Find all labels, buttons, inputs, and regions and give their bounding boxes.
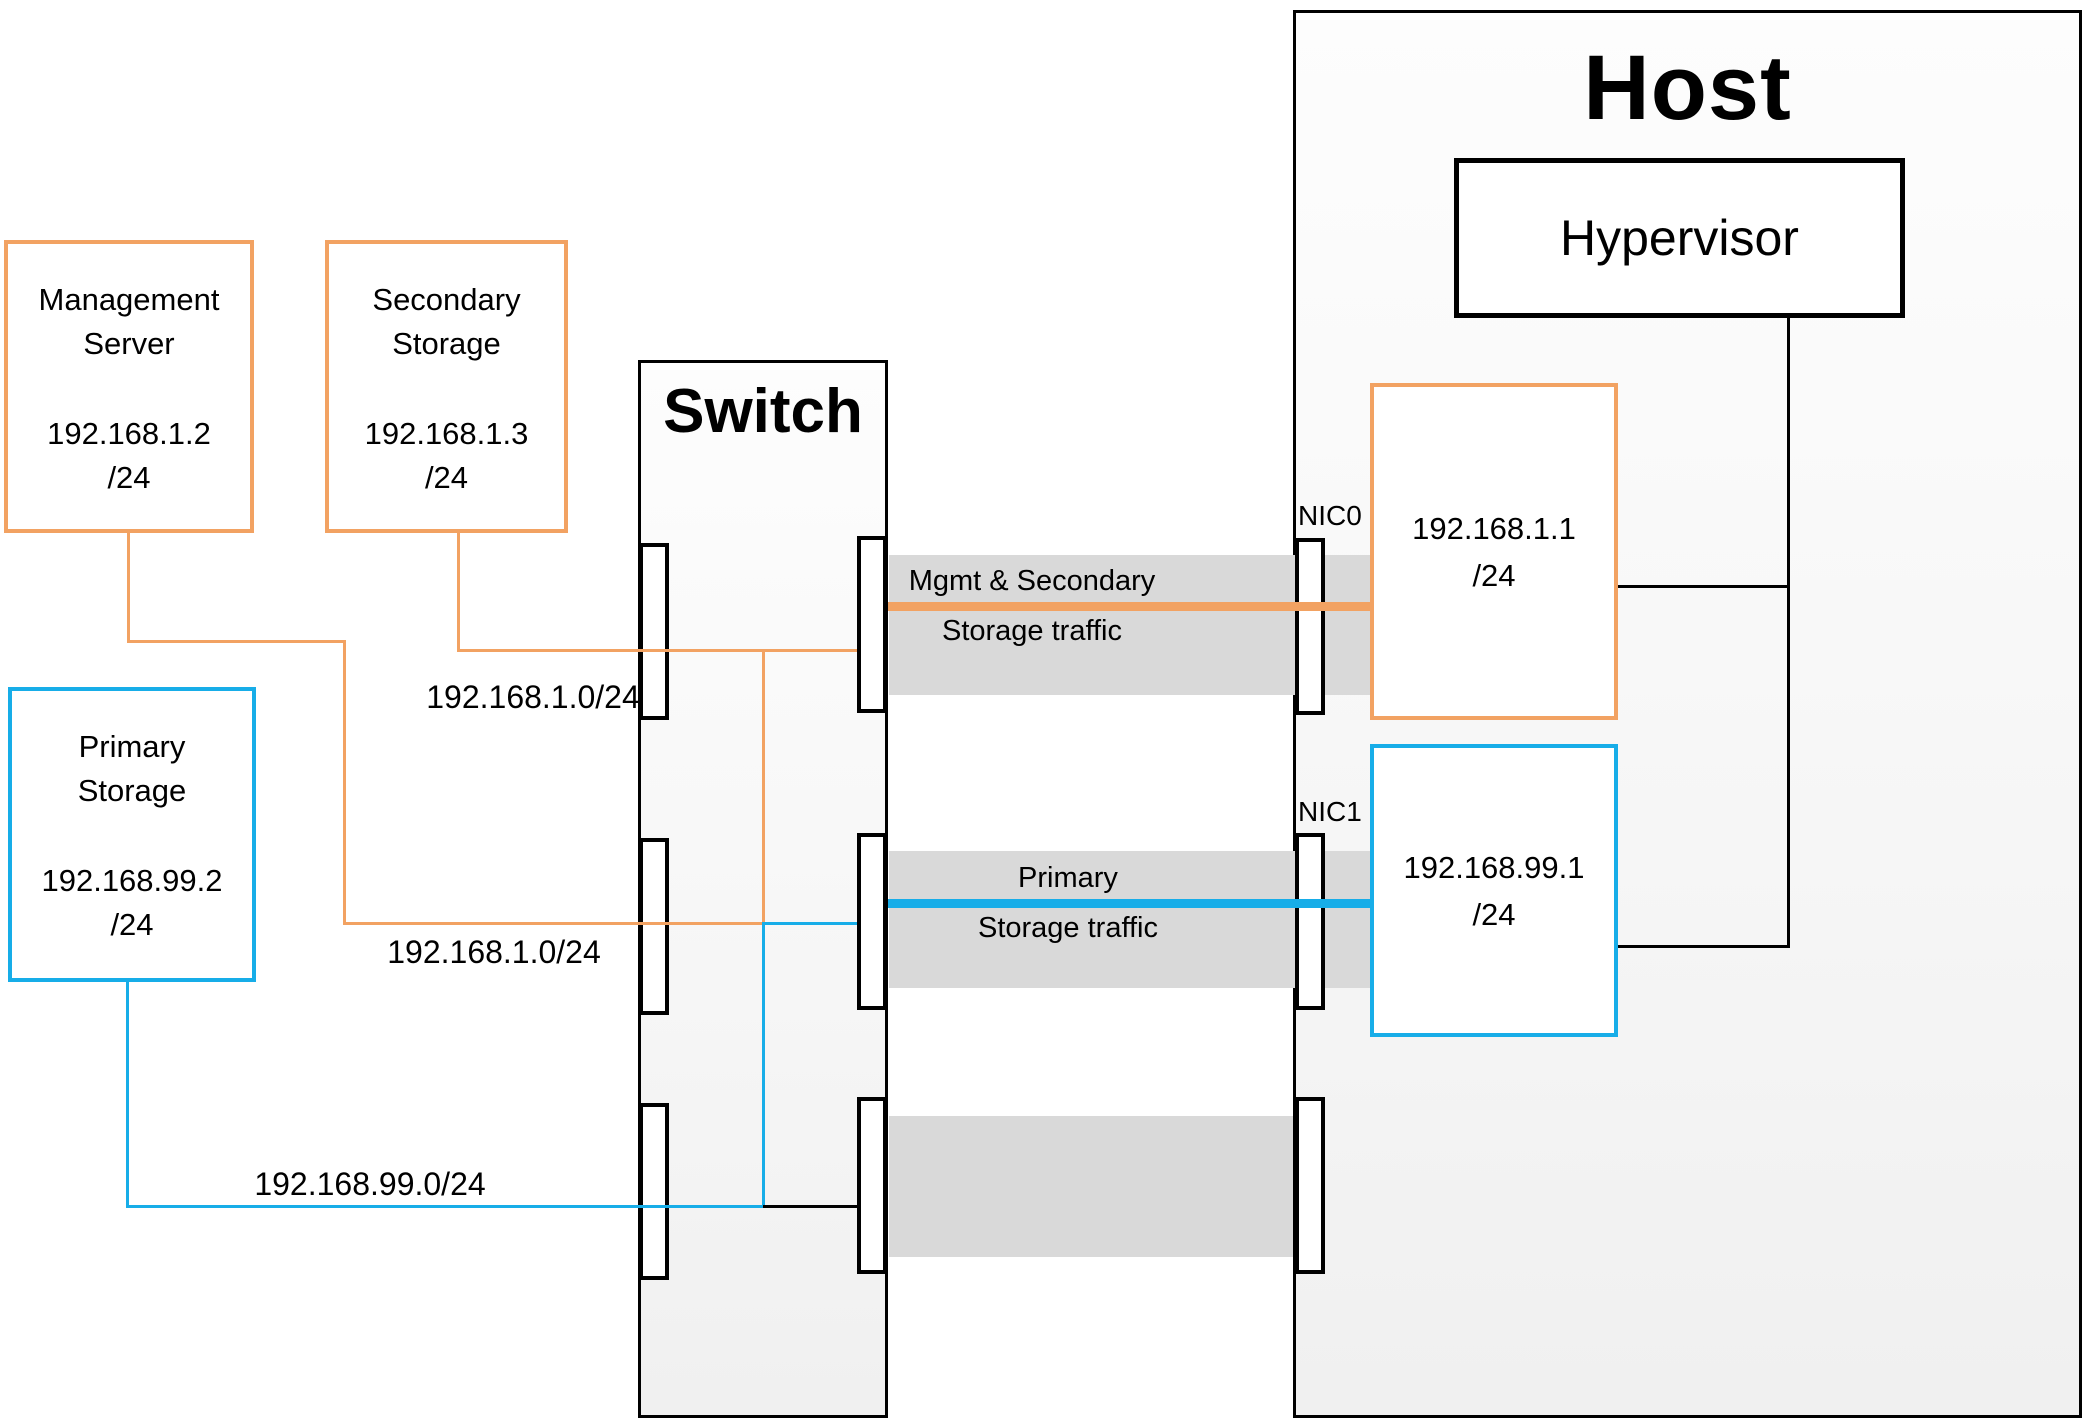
traffic-band-mgmt <box>889 555 1370 695</box>
nic0-hypervisor-link-h <box>1614 585 1790 588</box>
switch-port-right-1 <box>857 536 887 713</box>
hypervisor-box: Hypervisor <box>1454 158 1905 318</box>
primary-storage-mask: /24 <box>110 907 154 942</box>
nic1-mask: /24 <box>1472 896 1516 932</box>
mgmt-traffic-label-line1: Mgmt & Secondary <box>908 565 1156 597</box>
secondary-line-v <box>457 533 460 652</box>
switch-port-left-2 <box>639 838 669 1015</box>
primary-traffic-label-line1: Primary <box>1018 862 1118 894</box>
mgmt-traffic-line <box>888 602 1372 611</box>
host-port-unused <box>1295 1097 1325 1274</box>
hypervisor-link-v <box>1787 318 1790 948</box>
nic1-ip: 192.168.99.1 <box>1403 849 1585 885</box>
hypervisor-label: Hypervisor <box>1560 210 1799 266</box>
switch-port-right-2 <box>857 833 887 1010</box>
primary-traffic-label-line2: Storage traffic <box>977 912 1158 944</box>
switch-internal-blue-trunk <box>762 922 765 1208</box>
mgmt-traffic-label-line2: Storage traffic <box>941 615 1122 647</box>
switch-port-right-3 <box>857 1097 887 1274</box>
subnet-label-orange-top: 192.168.1.0/24 <box>426 679 640 715</box>
switch-internal-unused-stub <box>763 1205 857 1208</box>
mgmt-traffic-label: Mgmt & Secondary Storage traffic <box>832 556 1232 656</box>
mgmt-line-v2 <box>343 640 346 925</box>
primary-storage-box: Primary Storage 192.168.99.2 /24 <box>8 687 256 982</box>
subnet-label-orange-bottom: 192.168.1.0/24 <box>387 934 601 970</box>
management-server-name-line2: Server <box>83 326 175 361</box>
switch-title: Switch <box>663 377 863 446</box>
subnet-label-blue: 192.168.99.0/24 <box>254 1166 486 1202</box>
nic0-label: NIC0 <box>1298 500 1362 531</box>
mgmt-line-v1 <box>127 533 130 642</box>
host-port-nic1 <box>1295 833 1325 1010</box>
nic1-label: NIC1 <box>1298 796 1362 827</box>
nic1-ip-box: 192.168.99.1 /24 <box>1370 744 1618 1037</box>
secondary-storage-name-line1: Secondary <box>372 282 521 317</box>
secondary-storage-name-line2: Storage <box>392 326 501 361</box>
primary-line-h1 <box>126 1205 765 1208</box>
traffic-band-primary <box>889 851 1370 988</box>
management-server-ip: 192.168.1.2 <box>47 416 211 451</box>
management-server-box: Management Server 192.168.1.2 /24 <box>4 240 254 533</box>
primary-storage-ip: 192.168.99.2 <box>41 863 223 898</box>
traffic-band-unused <box>889 1116 1293 1257</box>
management-server-name-line1: Management <box>38 282 220 317</box>
nic0-ip: 192.168.1.1 <box>1412 510 1576 546</box>
switch-port-left-1 <box>639 543 669 720</box>
nic0-mask: /24 <box>1472 557 1516 593</box>
switch-internal-blue-h <box>763 922 857 925</box>
secondary-storage-ip: 192.168.1.3 <box>364 416 529 451</box>
host-title: Host <box>1583 37 1792 139</box>
primary-traffic-line <box>888 899 1372 908</box>
primary-traffic-label: Primary Storage traffic <box>868 853 1268 953</box>
switch-port-left-3 <box>639 1103 669 1280</box>
primary-storage-name-line2: Storage <box>77 773 187 808</box>
management-server-mask: /24 <box>107 460 151 495</box>
nic1-hypervisor-link-h <box>1614 945 1790 948</box>
secondary-storage-mask: /24 <box>424 460 469 495</box>
nic0-ip-box: 192.168.1.1 /24 <box>1370 383 1618 720</box>
primary-line-v1 <box>126 980 129 1208</box>
host-port-nic0 <box>1295 538 1325 715</box>
mgmt-line-h2 <box>343 922 766 925</box>
primary-storage-name-line1: Primary <box>78 729 186 764</box>
switch-internal-orange-trunk <box>762 649 765 925</box>
secondary-line-h <box>457 649 857 652</box>
mgmt-line-h1 <box>127 640 346 643</box>
secondary-storage-box: Secondary Storage 192.168.1.3 /24 <box>325 240 568 533</box>
